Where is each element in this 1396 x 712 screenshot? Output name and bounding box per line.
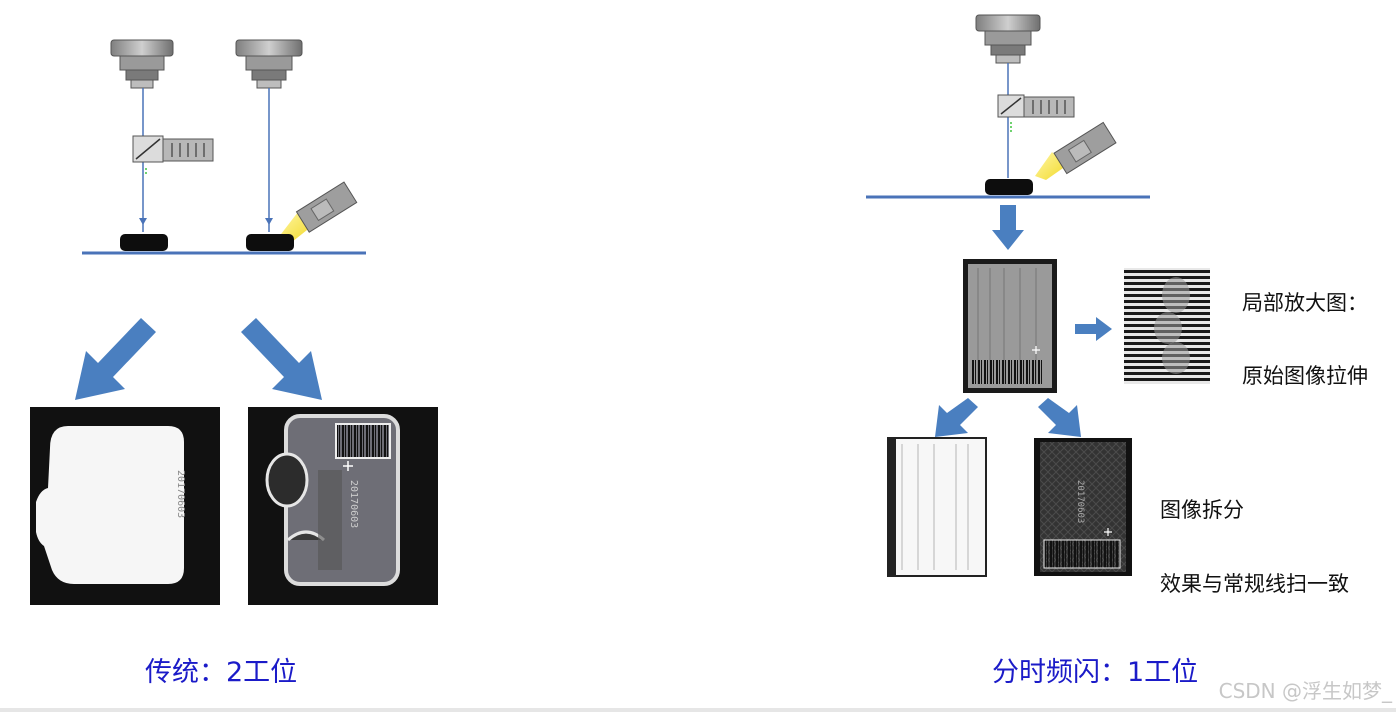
big-arrow-icon [241,318,322,400]
coaxial-light-icon [132,135,214,163]
sidelight-result-image: 20170603 [248,407,438,605]
brightfield-result-image: 20170603 [30,407,220,605]
small-arrow-icon [1038,398,1081,437]
small-arrow-icon [1075,317,1112,341]
svg-text:20170603: 20170603 [1075,480,1085,523]
big-arrow-icon [75,318,156,400]
small-arrow-icon [935,398,978,437]
object-block [120,234,168,251]
arrowhead-icon [139,218,147,225]
side-light-icon [278,181,358,242]
left-caption: 传统：2工位 [145,657,298,688]
line-scan-camera-icon [975,14,1041,64]
zoomed-stripe-image [1124,268,1210,384]
left-station-2 [235,39,358,251]
right-caption: 分时频闪：1工位 [992,657,1199,688]
line-scan-camera-icon [235,39,303,89]
split-brightfield-image [887,437,987,577]
zoom-note-line2: 原始图像拉伸 [1242,364,1368,388]
line-scan-camera-icon [110,39,174,89]
zoom-note-line1: 局部放大图： [1242,291,1368,315]
split-note-line2: 效果与常规线扫一致 [1160,572,1349,596]
right-station [975,14,1117,195]
split-note-line1: 图像拆分 [1160,498,1244,522]
side-light-icon [1035,121,1117,180]
object-block [985,179,1033,195]
arrowhead-icon [265,218,273,225]
svg-text:20170603: 20170603 [175,470,186,518]
raw-stretched-image [963,259,1057,393]
left-station-1 [110,39,214,251]
coaxial-light-icon [997,94,1075,118]
big-arrow-icon [992,205,1024,250]
svg-text:20170603: 20170603 [348,480,359,528]
bottom-divider [0,708,1396,712]
split-sidelight-image: 20170603 [1034,438,1132,576]
object-block [246,234,294,251]
watermark: CSDN @浮生如梦_ [1218,679,1392,703]
